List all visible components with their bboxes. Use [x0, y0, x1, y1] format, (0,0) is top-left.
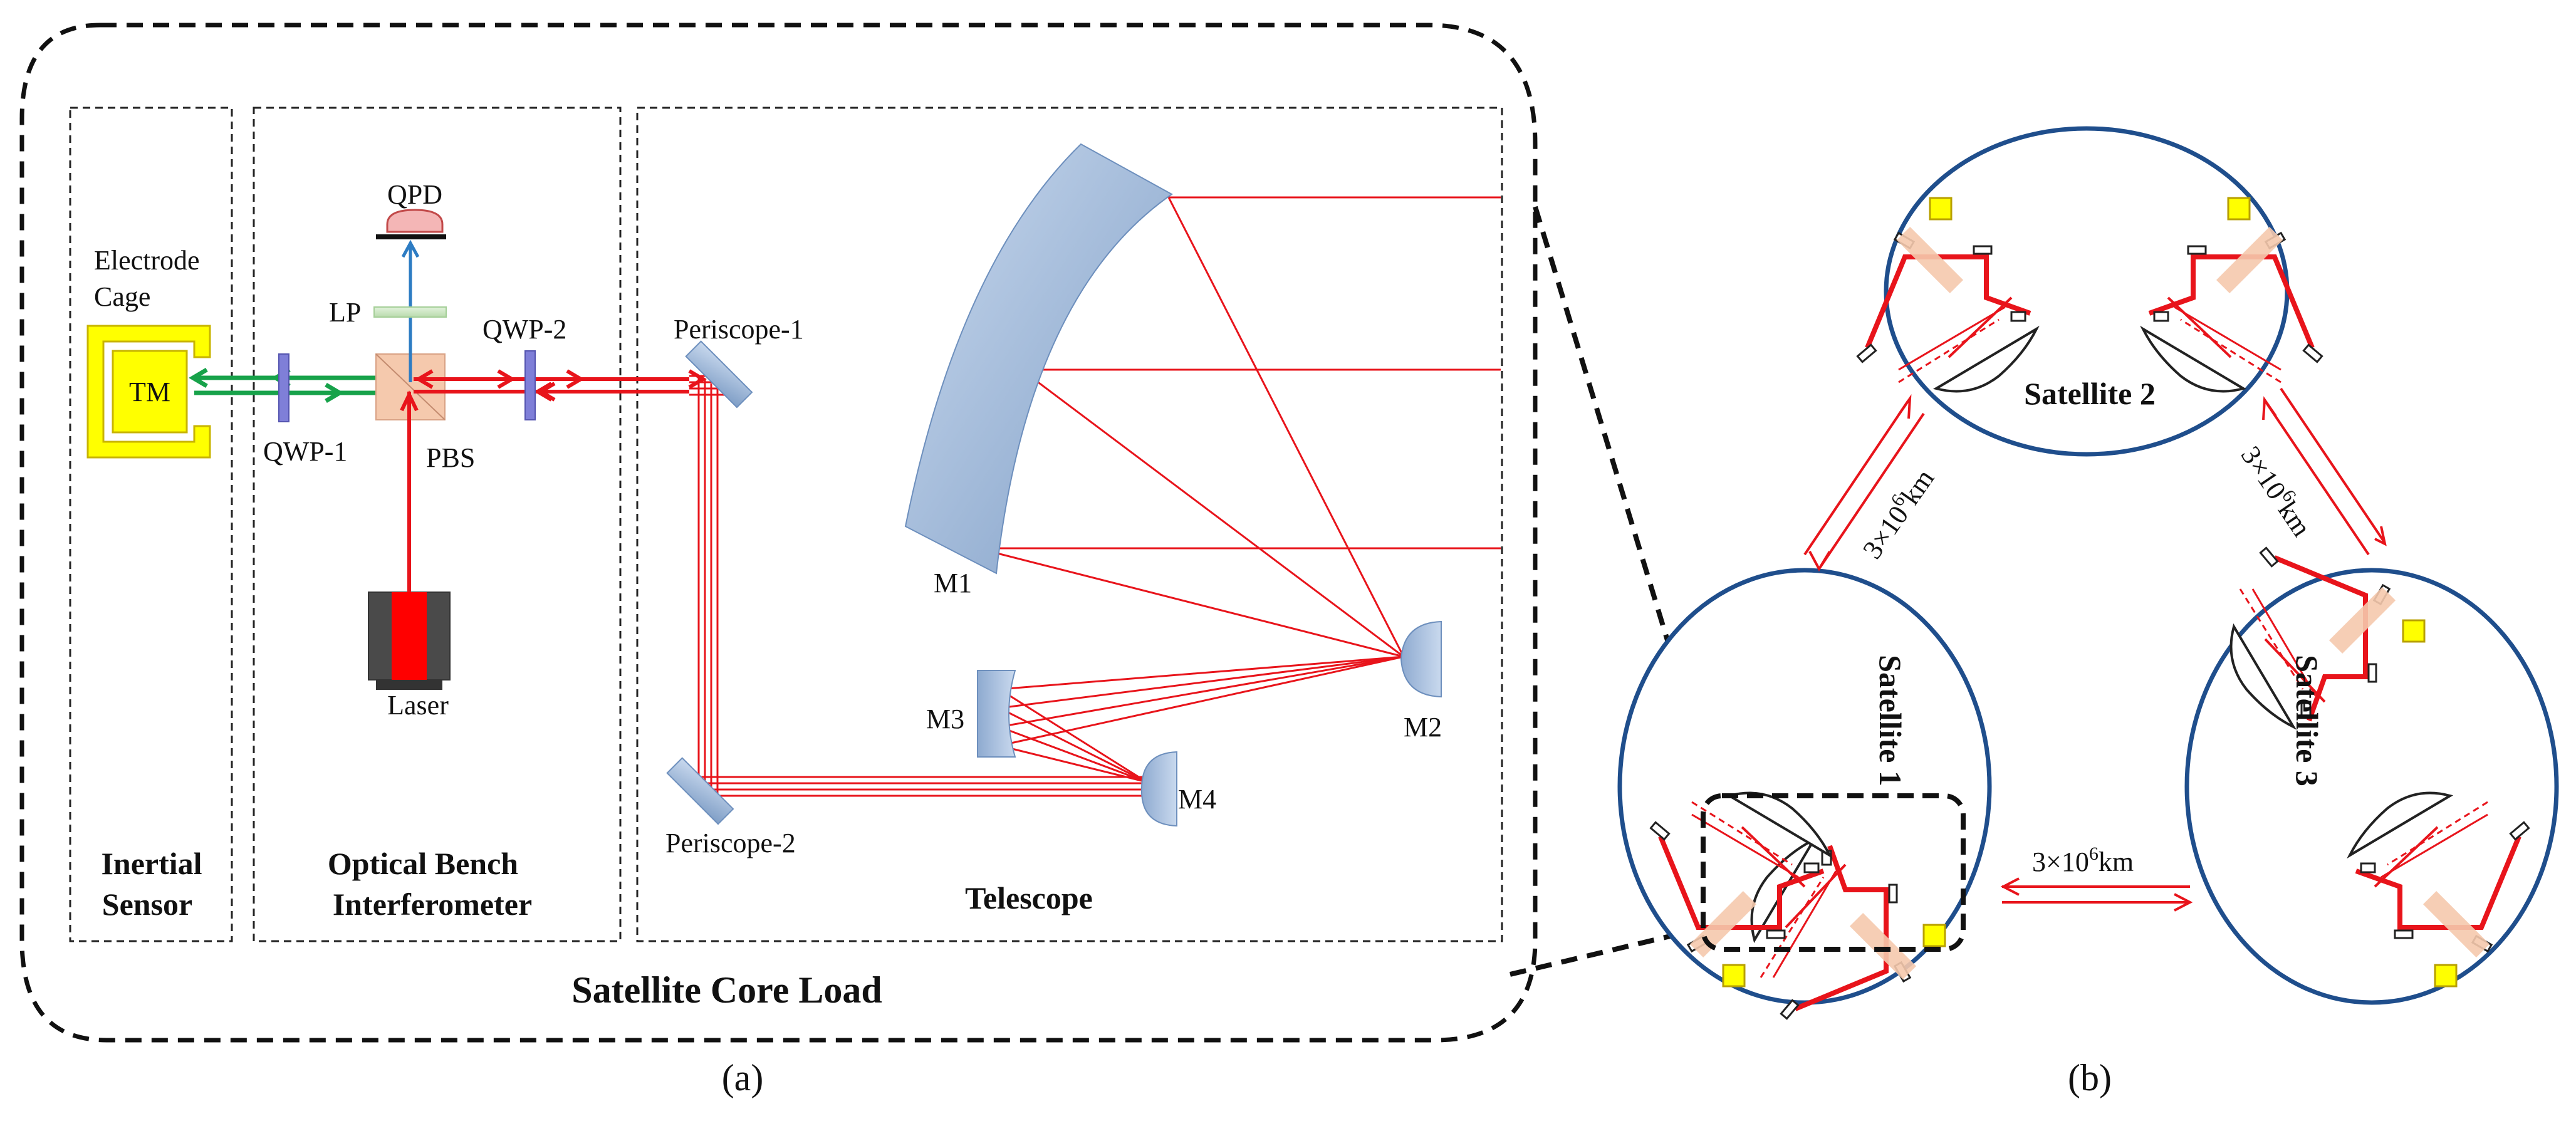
test-mass — [112, 350, 188, 434]
periscope2-mirror — [666, 757, 734, 825]
telescope-beams — [977, 196, 1501, 783]
inertial-sensor-label-2: Sensor — [102, 887, 192, 922]
zoom-connectors — [1510, 206, 1729, 977]
satellite-3-label: Satellite 3 — [2290, 655, 2325, 786]
m2-label: M2 — [1404, 712, 1442, 743]
arm-link-1-2 — [1803, 394, 1925, 572]
m4-label: M4 — [1178, 784, 1216, 815]
panel-a: TM Electrode Cage QWP-1 PBS LP — [19, 23, 1538, 1098]
m1-label: M1 — [934, 568, 972, 598]
inertial-sensor-label-1: Inertial — [101, 846, 202, 881]
periscope1-mirror — [685, 340, 753, 409]
qwp2-waveplate — [524, 350, 536, 420]
test-mass-label: TM — [129, 377, 170, 407]
optical-bench-label-1: Optical Bench — [328, 846, 518, 881]
satellite-1-label: Satellite 1 — [1873, 655, 1908, 786]
m2-mirror — [1400, 620, 1442, 698]
periscope-beams — [689, 375, 1147, 797]
m3-label: M3 — [926, 704, 964, 734]
arm-label-2-3: 3×106km — [2235, 439, 2320, 542]
satellite-2-label: Satellite 2 — [2024, 376, 2156, 411]
periscope2-label: Periscope-2 — [665, 828, 796, 858]
satellite-1: Satellite 1 — [1617, 568, 1992, 1019]
panel-b-caption: (b) — [2068, 1057, 2112, 1098]
arm-label-1-3: 3×106km — [2032, 843, 2134, 877]
laser-label: Laser — [387, 690, 449, 721]
arm-label-1-2: 3×106km — [1854, 462, 1940, 565]
panel-a-caption: (a) — [722, 1057, 764, 1098]
laser-source — [368, 592, 451, 690]
periscope1-label: Periscope-1 — [674, 314, 804, 345]
qpd-detector — [376, 209, 446, 239]
arm-link-2-3 — [2262, 387, 2387, 556]
telescope-box — [636, 107, 1503, 942]
electrode-cage-label-2: Cage — [94, 281, 150, 312]
m1-mirror — [904, 143, 1173, 575]
satellite-3: Satellite 3 — [2184, 548, 2559, 1005]
qwp1-label: QWP-1 — [263, 436, 347, 467]
lp-polarizer — [373, 306, 447, 318]
inertial-sensor-box — [69, 107, 233, 942]
core-load-title: Satellite Core Load — [571, 969, 882, 1011]
qwp2-label: QWP-2 — [482, 314, 566, 345]
m3-mirror — [977, 670, 1016, 758]
satellite-2: Satellite 2 — [1857, 126, 2322, 457]
qwp1-waveplate — [278, 353, 289, 422]
optical-bench-box — [253, 107, 622, 942]
local-beam — [189, 367, 404, 404]
m4-mirror — [1140, 751, 1177, 827]
electrode-cage — [86, 325, 211, 459]
telescope-label: Telescope — [965, 880, 1093, 915]
optical-bench-label-2: Interferometer — [333, 887, 532, 922]
qpd-label: QPD — [387, 179, 442, 210]
core-load-boundary — [19, 23, 1538, 1043]
electrode-cage-label-1: Electrode — [94, 245, 200, 276]
arm-link-1-3 — [2000, 877, 2193, 912]
lp-label: LP — [329, 297, 361, 328]
panel-b: Satellite 2 Satellite 1 Satellite 3 3×10… — [1617, 126, 2559, 1098]
pbs-label: PBS — [426, 442, 475, 473]
laser-beam — [400, 369, 707, 592]
zoom-box — [1701, 793, 1966, 952]
